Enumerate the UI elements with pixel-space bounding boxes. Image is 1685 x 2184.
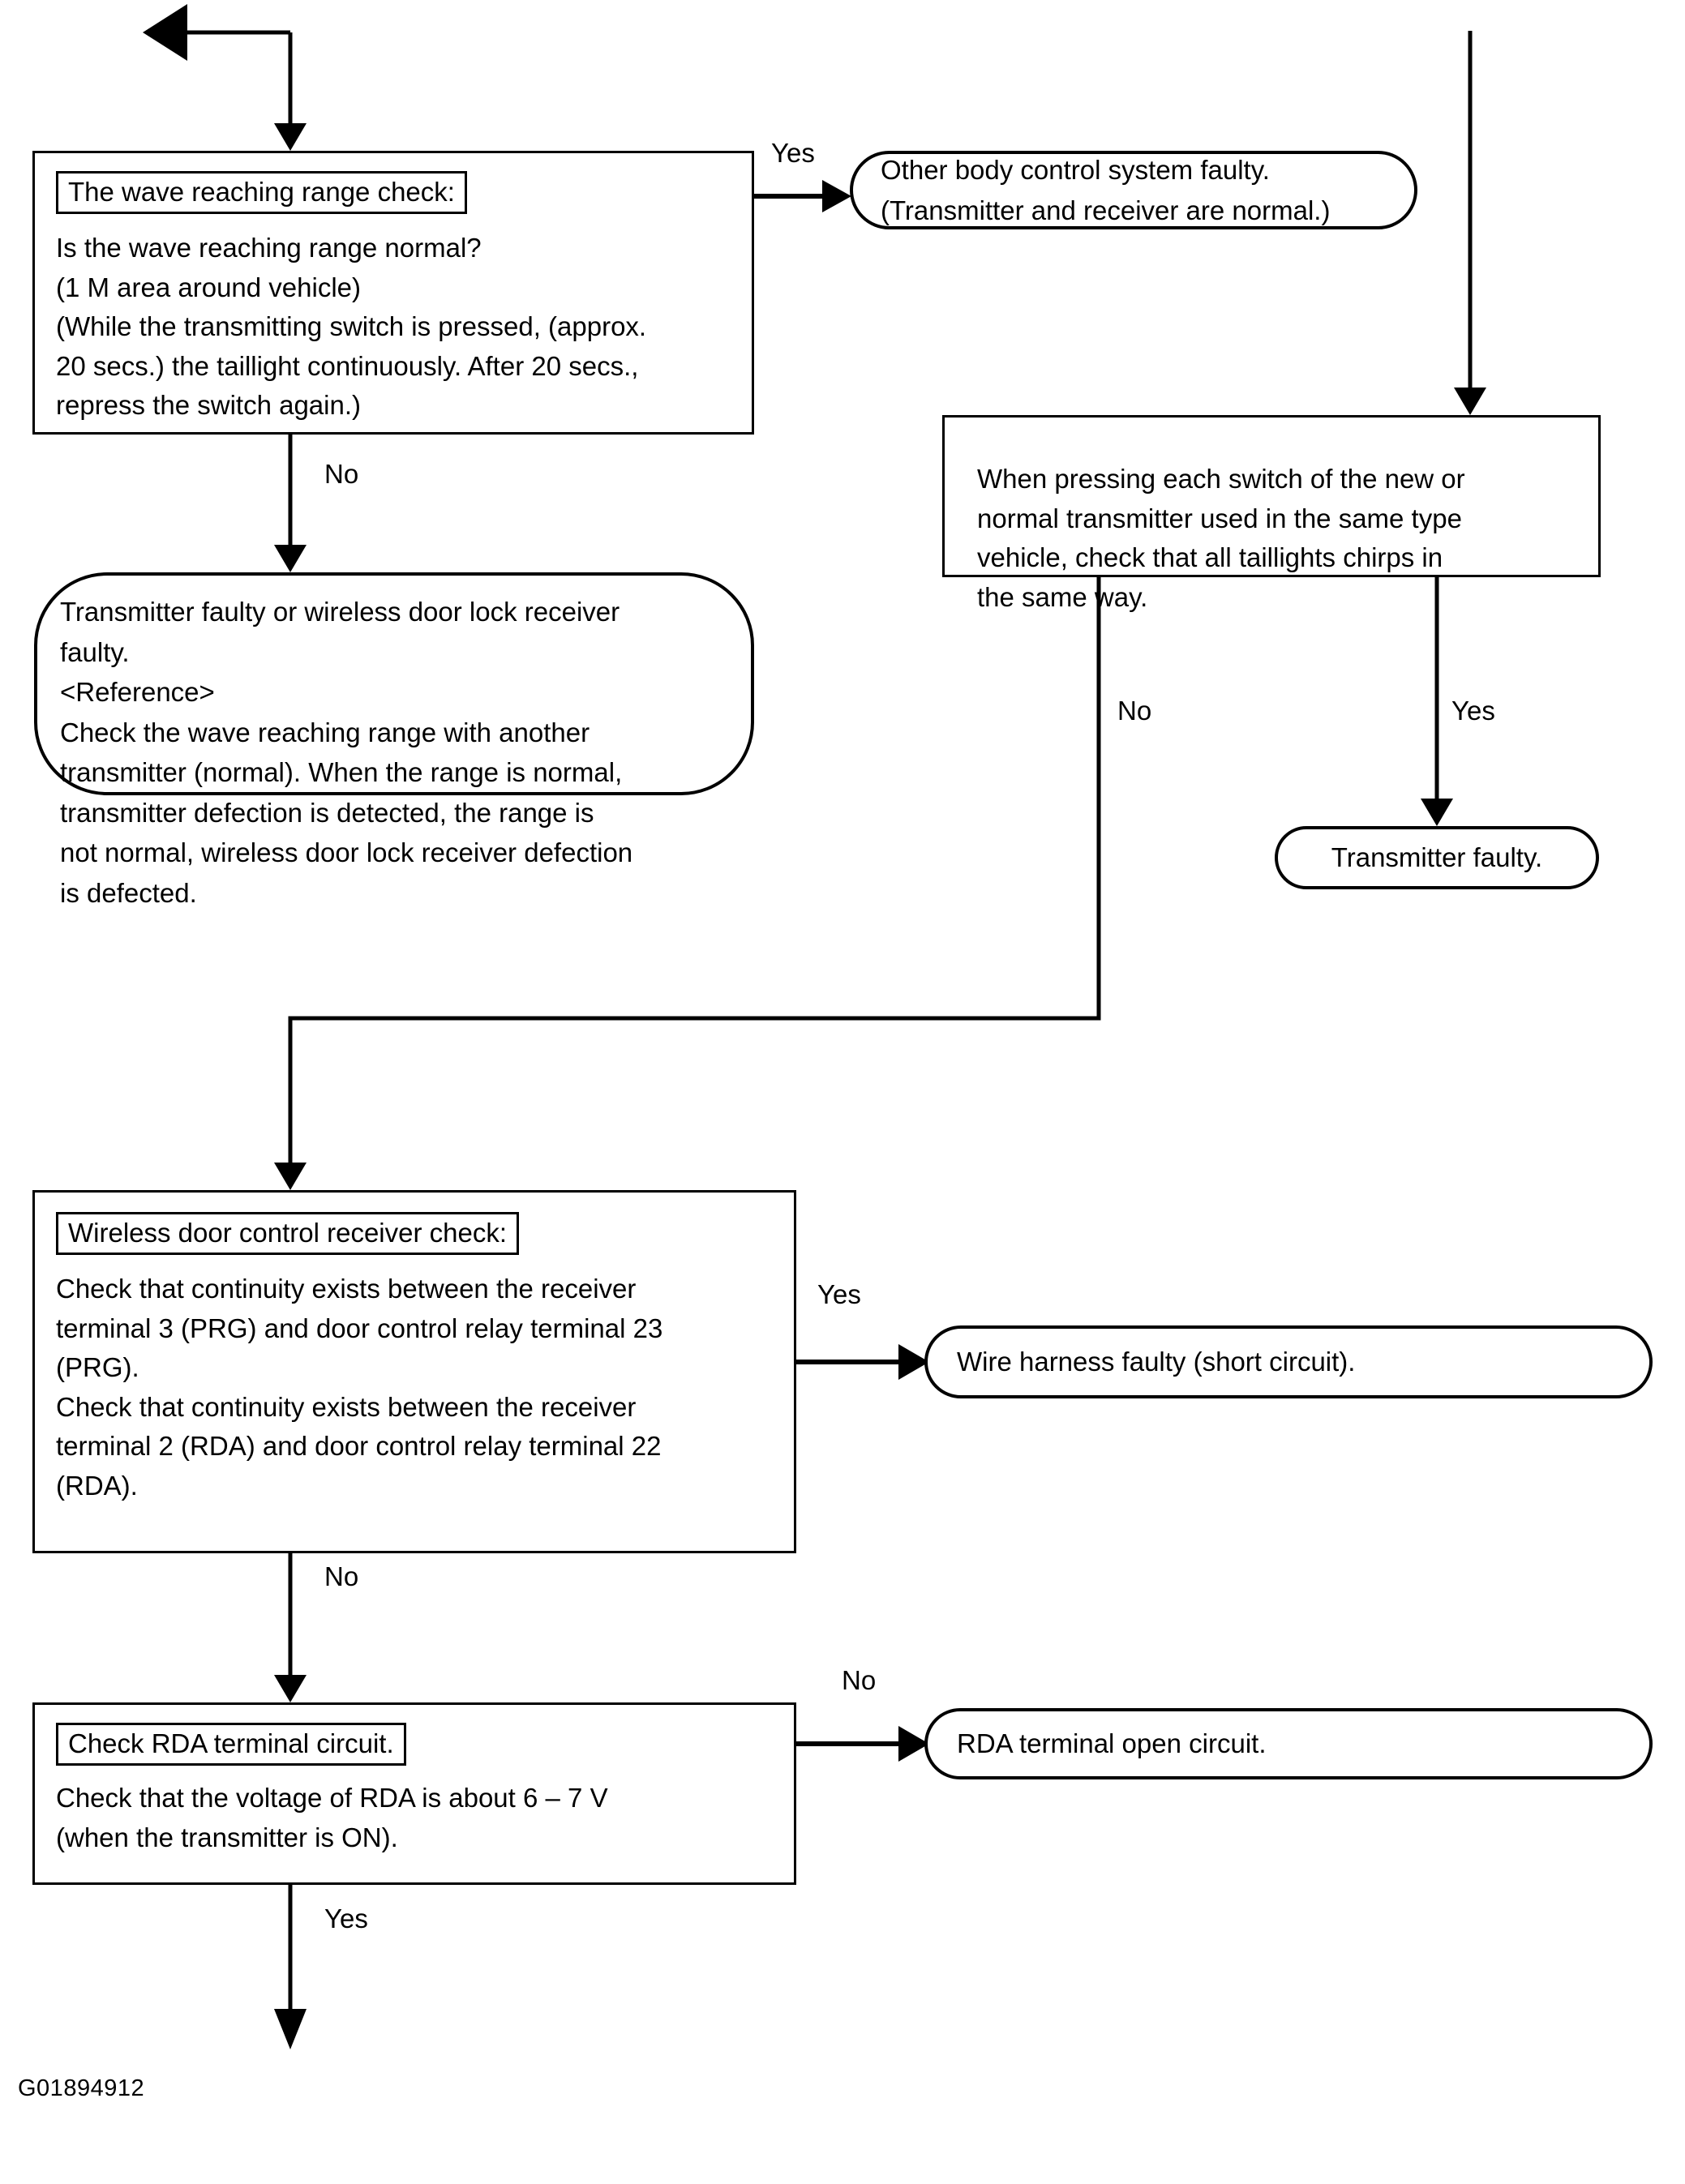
edge-label-no-wireless-receiver-check: No <box>324 1561 359 1591</box>
terminator-transmitter-or-receiver-faulty: Transmitter faulty or wireless door lock… <box>34 572 754 908</box>
other-body-text: Other body control system faulty. (Trans… <box>881 155 1331 225</box>
wire-sametype-yes-arrow <box>1421 799 1453 826</box>
edge-label-yes-wave-check: Yes <box>771 138 815 168</box>
rda-open-circuit-text: RDA terminal open circuit. <box>957 1728 1267 1759</box>
wire-wavecheck-yes-arrow <box>822 180 851 212</box>
terminator-transmitter-faulty: Transmitter faulty. <box>1275 826 1599 889</box>
terminator-wire-harness-faulty: Wire harness faulty (short circuit). <box>924 1325 1653 1398</box>
wire-harness-faulty-text: Wire harness faulty (short circuit). <box>957 1347 1356 1377</box>
process-box-wave-reaching-range-check: The wave reaching range check: Is the wa… <box>32 151 754 435</box>
wave-check-body: Is the wave reaching range normal? (1 M … <box>56 233 647 420</box>
terminator-other-body-control-system-faulty: Other body control system faulty. (Trans… <box>850 151 1417 229</box>
same-type-vehicle-check-text: When pressing each switch of the new or … <box>977 464 1465 612</box>
process-box-check-rda-terminal-circuit: Check RDA terminal circuit. Check that t… <box>32 1702 796 1885</box>
figure-code-label: G01894912 <box>18 2075 145 2101</box>
terminator-rda-terminal-open-circuit: RDA terminal open circuit. <box>924 1708 1653 1779</box>
edge-label-yes-wireless-receiver-check: Yes <box>817 1279 861 1309</box>
check-rda-title: Check RDA terminal circuit. <box>56 1723 406 1766</box>
wire-topright-arrow <box>1454 388 1486 415</box>
wireless-receiver-check-body: Check that continuity exists between the… <box>56 1274 663 1501</box>
wire-rda-yes-arrow <box>274 2009 307 2049</box>
edge-label-no-wave-check: No <box>324 459 359 489</box>
edge-label-no-same-type-check: No <box>1117 696 1152 726</box>
edge-label-yes-check-rda: Yes <box>324 1904 368 1933</box>
wire-sametype-no-arrow <box>274 1163 307 1190</box>
process-box-same-type-vehicle-check: When pressing each switch of the new or … <box>942 415 1601 612</box>
transmitter-faulty-text: Transmitter faulty. <box>1331 842 1543 873</box>
process-box-wireless-door-control-receiver-check: Wireless door control receiver check: Ch… <box>32 1190 796 1553</box>
transmitter-or-receiver-faulty-text: Transmitter faulty or wireless door lock… <box>60 597 633 908</box>
edge-label-yes-same-type-check: Yes <box>1451 696 1495 726</box>
check-rda-body: Check that the voltage of RDA is about 6… <box>56 1783 608 1852</box>
edge-label-no-check-rda: No <box>842 1665 877 1695</box>
wireless-receiver-check-title: Wireless door control receiver check: <box>56 1212 520 1255</box>
wave-check-title: The wave reaching range check: <box>56 171 467 214</box>
wire-entry-arrowhead <box>274 123 307 151</box>
wire-wireless-no-arrow <box>274 1675 307 1702</box>
wire-wavecheck-no-arrow <box>274 545 307 572</box>
